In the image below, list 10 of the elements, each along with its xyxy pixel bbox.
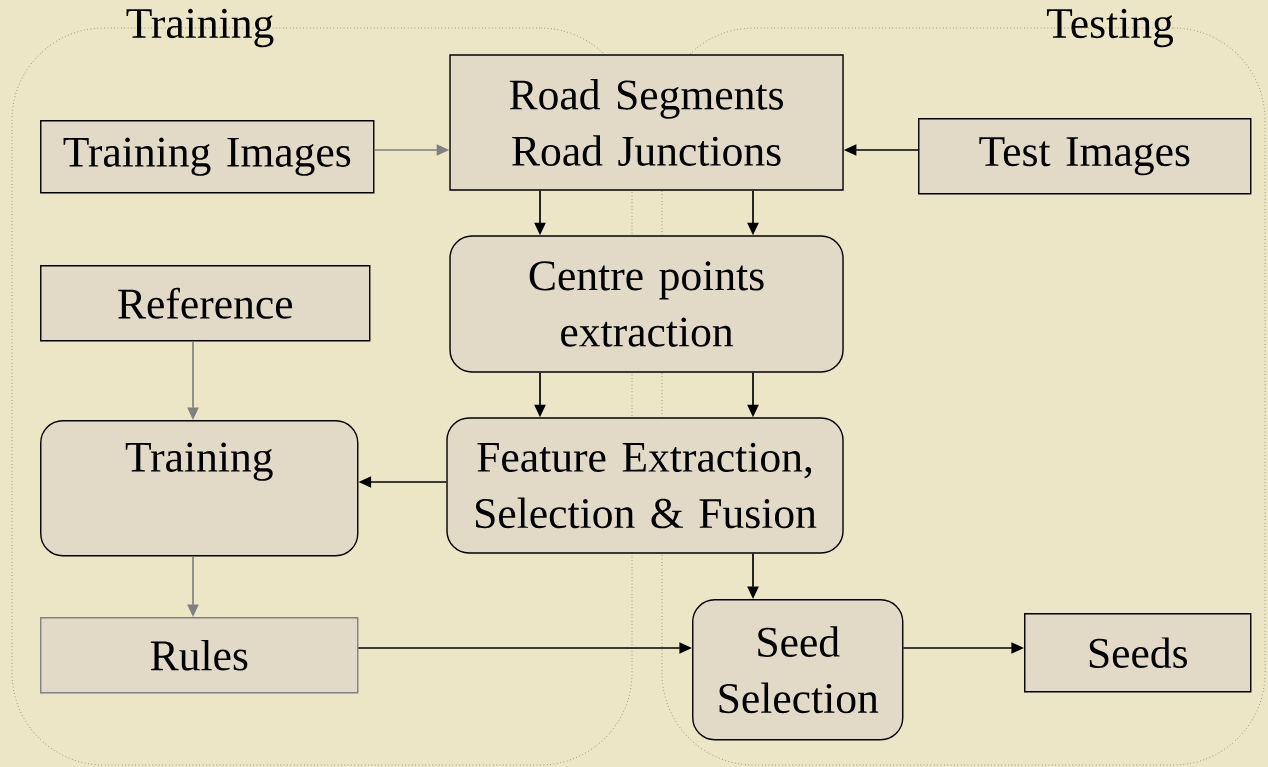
process-box: Centre points extraction — [449, 235, 844, 373]
process-box: Seeds — [1024, 613, 1252, 693]
process-box: Rules — [40, 617, 359, 694]
process-box: Road Segments Road Junctions — [449, 54, 844, 191]
process-box: Reference — [40, 265, 371, 342]
process-box: Test Images — [918, 118, 1252, 195]
process-box: Feature Extraction, Selection & Fusion — [446, 417, 844, 554]
process-box: Seed Selection — [692, 599, 904, 741]
process-box: Training — [40, 420, 359, 557]
process-box: Training Images — [40, 120, 375, 194]
